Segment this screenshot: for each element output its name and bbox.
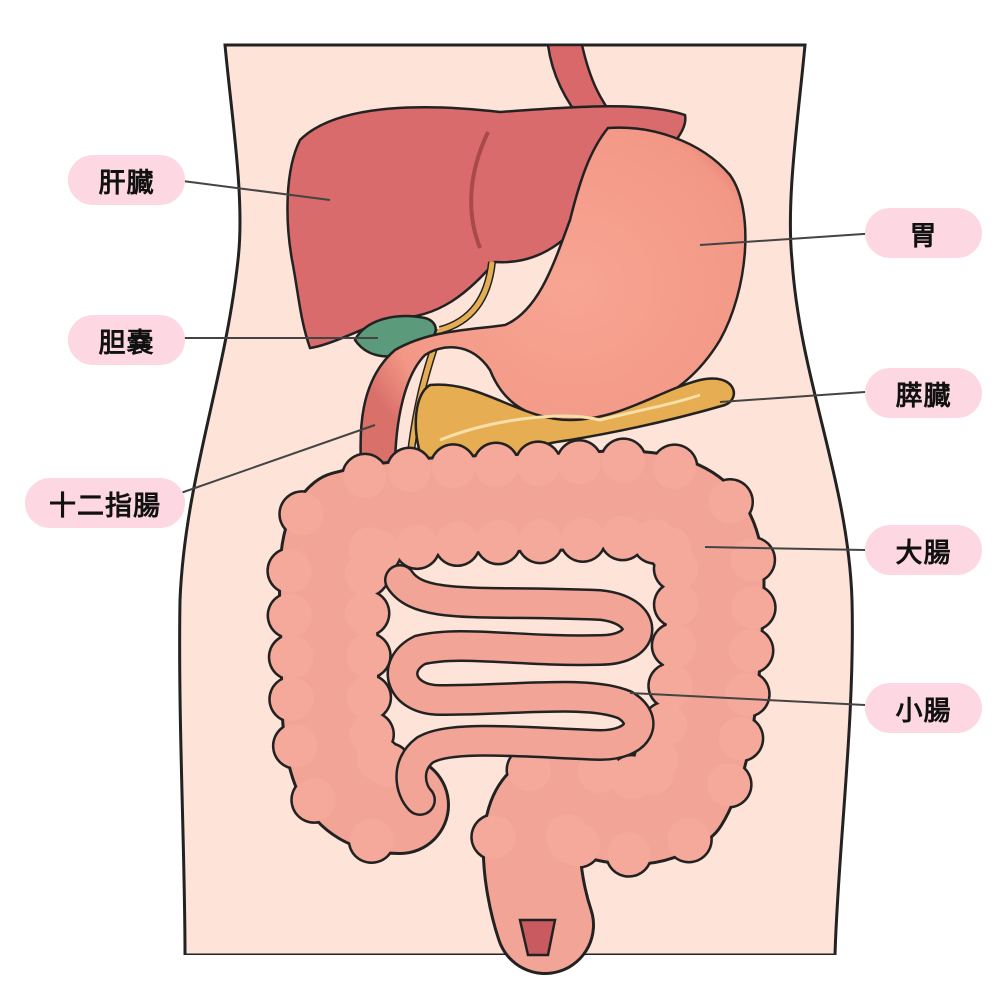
small-intestine (384, 564, 655, 816)
label-text: 膵臓 (895, 380, 952, 412)
label-large-intestine: 大腸 (865, 525, 982, 575)
haustra-bump-fill (274, 724, 318, 768)
haustra-bump-fill (730, 538, 774, 582)
haustra-bump-fill (280, 492, 324, 536)
haustra-bump-fill (346, 634, 390, 678)
label-stomach: 胃 (865, 208, 982, 258)
label-text: 大腸 (895, 537, 952, 569)
haustra-bump-fill (718, 716, 762, 760)
haustra-bump-fill (707, 763, 751, 807)
haustra-bump-fill (476, 519, 520, 563)
haustra-bump-fill (518, 518, 562, 562)
haustra-bump-fill (655, 547, 699, 591)
haustra-bump-fill (731, 586, 775, 630)
haustra-bump-fill (346, 675, 390, 719)
leader-lines (174, 179, 879, 706)
haustra-bump-fill (270, 635, 314, 679)
haustra-bump-fill (655, 583, 699, 627)
haustra-bump-fill (345, 591, 389, 635)
label-gallbladder: 胆嚢 (68, 315, 185, 365)
label-text: 小腸 (895, 695, 952, 727)
haustra-bump-fill (607, 832, 651, 876)
label-pancreas: 膵臓 (865, 368, 982, 418)
haustra-bump-fill (292, 778, 336, 822)
label-text: 十二指腸 (49, 490, 161, 522)
haustra-bump-fill (270, 677, 314, 721)
haustra-bump-fill (557, 441, 601, 485)
haustra-bump-fill (268, 549, 312, 593)
stomach (359, 126, 747, 482)
haustra-bump-fill (601, 439, 645, 483)
label-text: 胃 (909, 220, 938, 252)
haustra-bump-fill (507, 748, 551, 792)
haustra-bump-fill (609, 756, 653, 800)
haustra-bump-fill (708, 480, 752, 524)
label-text: 胆嚢 (98, 327, 155, 359)
haustra-bump-fill (644, 703, 688, 747)
haustra-bump-fill (653, 624, 697, 668)
haustra-bump-fill (728, 629, 772, 673)
haustra-bump-fill (472, 815, 516, 859)
haustra-bump-fill (601, 515, 645, 559)
haustra-bump-fill (474, 443, 518, 487)
haustra-bump-fill (725, 672, 769, 716)
haustra-bump-fill (435, 521, 479, 565)
haustra-bump-fill (649, 664, 693, 708)
large-intestine (266, 437, 777, 975)
haustra-bump-fill (548, 820, 592, 864)
haustra-bump-fill (431, 445, 475, 489)
haustra-bump-fill (349, 713, 393, 757)
haustra-bump-fill (357, 529, 401, 573)
haustra-bump-fill (388, 448, 432, 492)
label-liver: 肝臓 (68, 155, 185, 205)
haustra-bump-fill (667, 817, 711, 861)
haustra-bump-fill (561, 517, 605, 561)
haustra-bump-fill (653, 445, 697, 489)
label-text: 肝臓 (98, 167, 155, 199)
label-duodenum: 十二指腸 (25, 478, 185, 528)
haustra-bump-fill (269, 594, 313, 638)
haustra-bump-fill (343, 455, 387, 499)
haustra-bump-fill (395, 524, 439, 568)
haustra-bump-fill (577, 750, 621, 794)
haustra-bump-fill (350, 818, 394, 862)
label-small-intestine: 小腸 (865, 683, 982, 733)
haustra-bump-fill (516, 442, 560, 486)
